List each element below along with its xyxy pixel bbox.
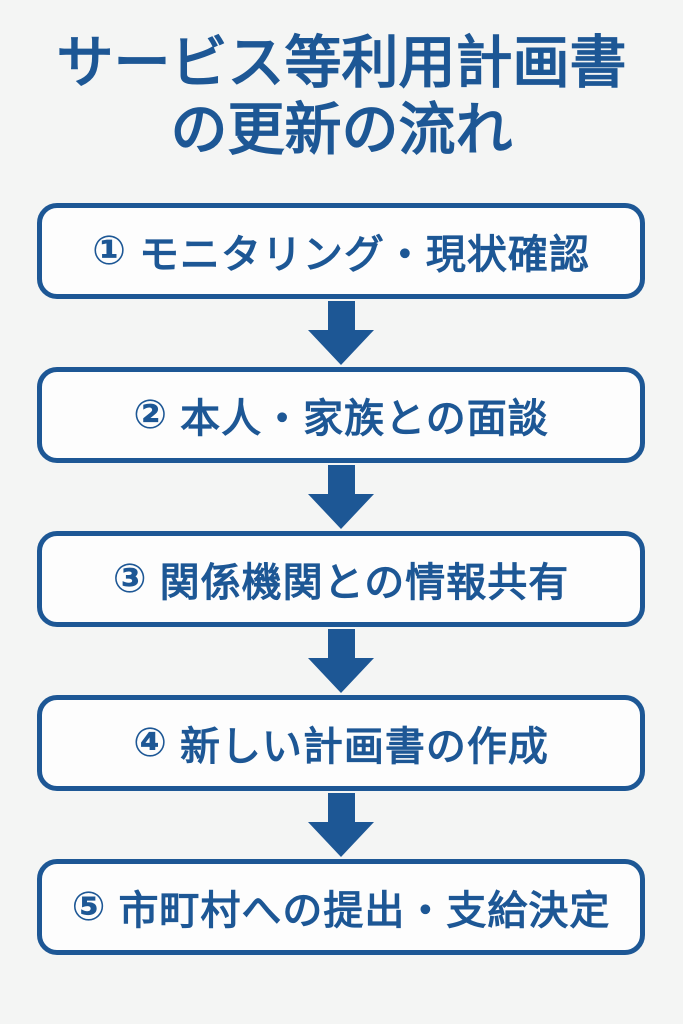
step-1-label: モニタリング・現状確認 bbox=[138, 233, 590, 277]
flow-step-3-info-sharing: ③ 関係機関との情報共有 bbox=[37, 531, 645, 627]
arrow-head bbox=[308, 494, 374, 529]
down-arrow-icon bbox=[37, 791, 645, 859]
step-5-number-badge: ⑤ bbox=[71, 885, 106, 929]
step-1-number-badge: ① bbox=[92, 229, 126, 273]
step-2-number-badge: ② bbox=[133, 393, 168, 437]
down-arrow-icon bbox=[37, 463, 645, 531]
down-arrow-icon bbox=[37, 627, 645, 695]
down-arrow-icon bbox=[37, 299, 645, 367]
step-3-number-badge: ③ bbox=[112, 557, 147, 601]
step-4-number-badge: ④ bbox=[133, 721, 167, 765]
arrow-head bbox=[308, 658, 374, 693]
arrow-stem bbox=[327, 301, 355, 330]
step-4-label: 新しい計画書の作成 bbox=[179, 725, 549, 769]
arrow-stem bbox=[327, 629, 355, 658]
arrow-stem bbox=[327, 465, 355, 494]
page-title-line-2: の更新の流れ bbox=[170, 98, 513, 163]
flow-diagram: ① モニタリング・現状確認 ② 本人・家族との面談 ③ 関係機関との情報共有 ④… bbox=[37, 203, 645, 955]
arrow-head bbox=[308, 822, 374, 857]
flow-step-2-interview: ② 本人・家族との面談 bbox=[37, 367, 645, 463]
arrow-stem bbox=[327, 793, 355, 822]
flow-step-1-monitoring: ① モニタリング・現状確認 bbox=[37, 203, 645, 299]
step-3-label: 関係機関との情報共有 bbox=[159, 561, 570, 605]
step-5-label: 市町村への提出・支給決定 bbox=[118, 889, 611, 933]
page-title: サービス等利用計画書 の更新の流れ bbox=[0, 0, 683, 165]
arrow-head bbox=[308, 330, 374, 365]
step-2-label: 本人・家族との面談 bbox=[180, 397, 549, 441]
flow-step-4-new-plan: ④ 新しい計画書の作成 bbox=[37, 695, 645, 791]
flow-step-5-submission-decision: ⑤ 市町村への提出・支給決定 bbox=[37, 859, 645, 955]
page-title-line-1: サービス等利用計画書 bbox=[56, 31, 627, 95]
